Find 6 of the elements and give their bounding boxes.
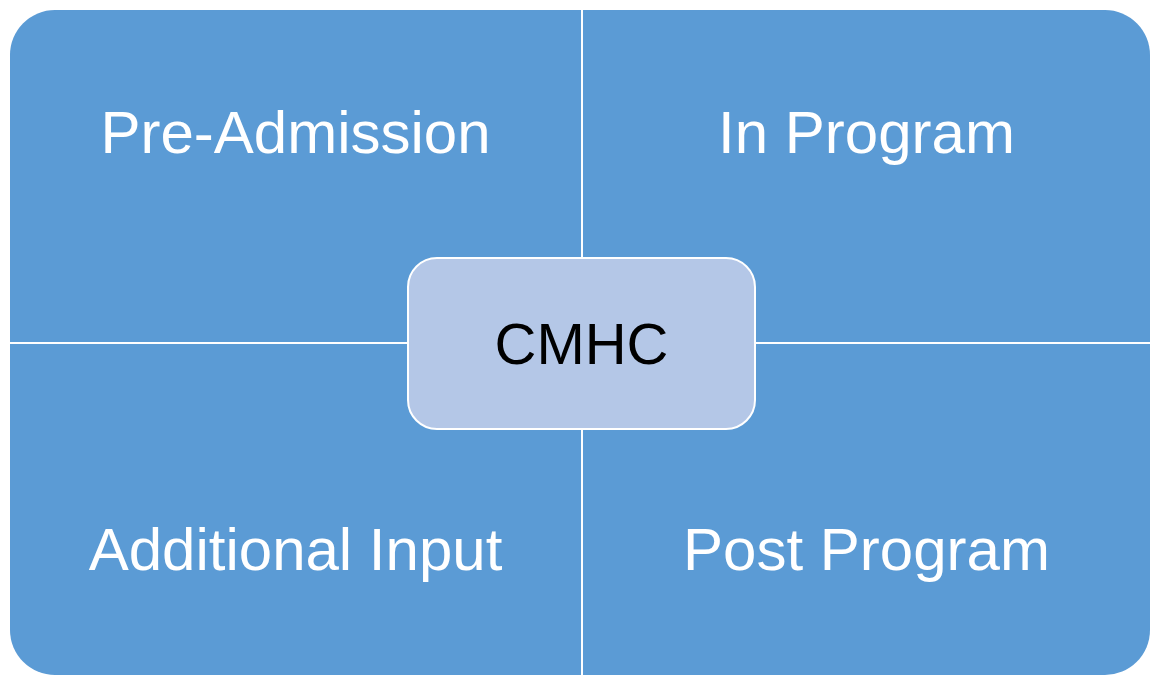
quadrant-title: Pre-Admission [99,98,492,168]
quadrant-title: Additional Input [87,515,504,585]
quadrant-title: Post Program [682,515,1051,585]
quadrant-title: In Program [717,98,1016,168]
center-box [407,257,756,430]
center-label: CMHC [494,310,669,377]
